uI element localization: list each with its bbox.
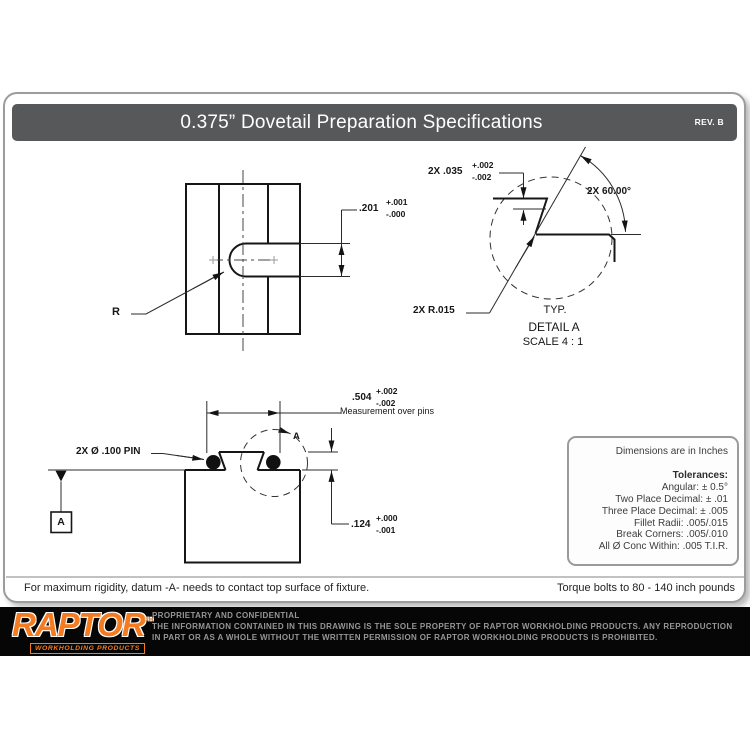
legal-line: IN PART OR AS A WHOLE WITHOUT THE WRITTE… xyxy=(152,632,658,642)
pin-callout: 2X Ø .100 PIN xyxy=(76,446,141,457)
gauge-pin-left xyxy=(206,455,221,470)
raptor-logo-subtitle: WORKHOLDING PRODUCTS xyxy=(30,643,145,654)
detail-callout-label: A xyxy=(293,431,300,442)
title-bar: 0.375” Dovetail Preparation Specificatio… xyxy=(12,104,737,141)
center-marks xyxy=(209,256,278,264)
trademark-symbol: ™ xyxy=(144,616,154,626)
legal-notice: PROPRIETARY AND CONFIDENTIAL THE INFORMA… xyxy=(152,611,733,643)
typ-label: TYP. xyxy=(543,304,567,316)
dim-r015-value: 2X R.015 xyxy=(413,305,455,316)
dim-504-tolerance: +.002 -.002 xyxy=(376,386,398,408)
raptor-logo: RAPTOR™ xyxy=(12,606,154,643)
pin-leader xyxy=(151,453,205,461)
units-note: Dimensions are in Inches xyxy=(615,446,728,457)
dim-124-value: .124 xyxy=(351,519,371,530)
datum-label: A xyxy=(57,516,65,528)
page-title: 0.375” Dovetail Preparation Specificatio… xyxy=(180,112,543,133)
dim-504-value: .504 xyxy=(352,392,372,403)
detail-callout-circle xyxy=(240,429,308,497)
tolerance-item: All Ø Conc Within: .005 T.I.R. xyxy=(598,541,728,553)
tolerance-box: Dimensions are in Inches Tolerances: Ang… xyxy=(567,436,739,566)
detail-a-title: DETAIL A xyxy=(528,320,580,334)
dim-504-lines xyxy=(206,401,341,453)
front-view-linework xyxy=(131,170,357,351)
legal-line: PROPRIETARY AND CONFIDENTIAL xyxy=(152,611,300,620)
datum-flag xyxy=(50,470,73,534)
detail-a-scale: SCALE 4 : 1 xyxy=(522,336,584,348)
radius-label: R xyxy=(112,306,120,318)
torque-note: Torque bolts to 80 - 140 inch pounds xyxy=(557,582,735,594)
tolerance-item: Break Corners: .005/.010 xyxy=(616,529,728,541)
detail-callout-arrow xyxy=(278,426,290,434)
dim-035-value: 2X .035 xyxy=(428,166,463,177)
dim-124-tolerance: +.000 -.001 xyxy=(376,513,398,535)
dim-angle-value: 2X 60.00° xyxy=(587,186,632,197)
revision-badge: REV. B xyxy=(694,117,724,127)
dim-201-value: .201 xyxy=(359,203,379,214)
dim-201-lines xyxy=(300,209,357,277)
dim-201-tolerance: +.001 -.000 xyxy=(386,197,408,219)
detail-a-dims xyxy=(466,146,641,314)
gauge-pin-right xyxy=(266,455,281,470)
dim-035-tolerance: +.002 -.002 xyxy=(472,160,494,182)
footer-bar xyxy=(0,607,750,656)
legal-line: THE INFORMATION CONTAINED IN THIS DRAWIN… xyxy=(152,621,733,631)
tolerance-item: Angular: ± 0.5° xyxy=(661,481,728,493)
dim-504-note: Measurement over pins xyxy=(340,406,435,416)
dim-124-lines xyxy=(302,428,349,525)
section-view-linework xyxy=(48,401,349,564)
rigidity-note: For maximum rigidity, datum -A- needs to… xyxy=(24,582,370,594)
tolerance-item: Two Place Decimal: ± .01 xyxy=(615,493,728,505)
tolerances-heading: Tolerances: xyxy=(672,469,728,481)
radius-leader xyxy=(131,271,225,315)
detail-a-linework xyxy=(466,146,641,314)
tolerance-item: Three Place Decimal: ± .005 xyxy=(601,505,728,517)
tolerance-item: Fillet Radii: .005/.015 xyxy=(634,517,728,529)
